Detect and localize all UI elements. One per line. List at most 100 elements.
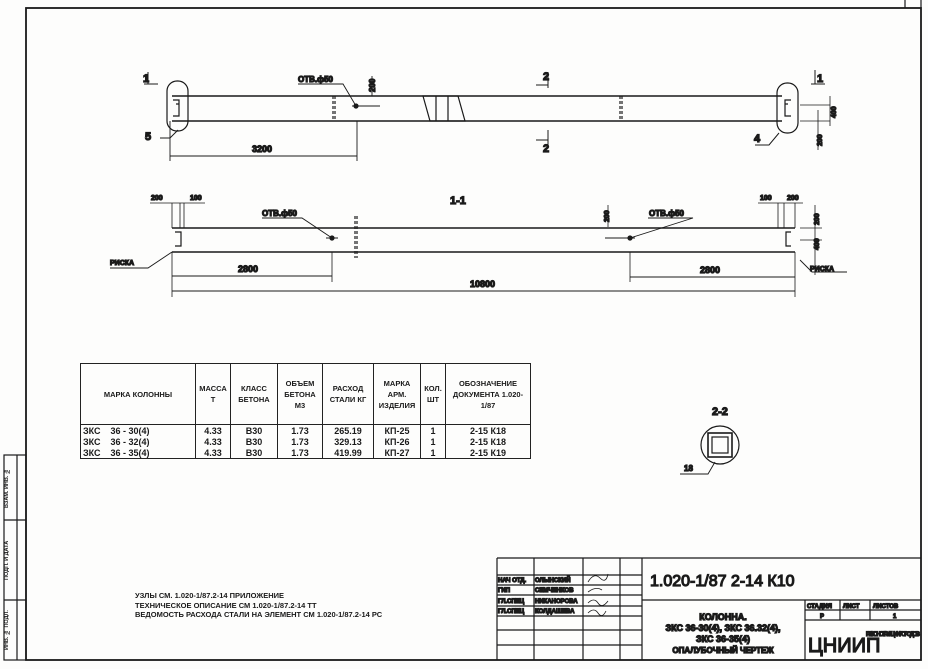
section-1-1: 1-1 200 100 ОТВ.ф50 ОТВ.ф50 200 100 200 … [109, 194, 847, 297]
dim-100-left: 100 [190, 195, 202, 202]
section-2-2-title: 2-2 [712, 406, 728, 418]
col-header: МАССА Т [195, 363, 231, 425]
org-name: РЕКОНСТРУКЦИИ ГОРОДОВ [866, 632, 921, 638]
dim-200-end: 200 [817, 134, 824, 146]
col-header: МАРКА АРМ. ИЗДЕЛИЯ [373, 363, 421, 425]
col-header: РАСХОД СТАЛИ КГ [322, 363, 374, 425]
col-header: МАРКА КОЛОННЫ [80, 363, 196, 425]
sig-role: ГЛ.СПЕЦ [498, 609, 525, 615]
sheet-label: ЛИСТ [843, 604, 860, 610]
cell: 1 [420, 447, 446, 459]
side-stamp [3, 454, 27, 661]
org-logo: ЦНИИП [808, 635, 880, 657]
sheets-value: 1 [893, 614, 897, 620]
stage-label: СТАДИЯ [807, 604, 832, 610]
detail-callout-oval-4 [776, 82, 799, 134]
dim-400: 400 [831, 106, 838, 118]
cell: 4.33 [195, 424, 231, 436]
sig-name: СЕМЧЕНКОВ [535, 588, 574, 594]
col-header: ОБОЗНАЧЕНИЕ ДОКУМЕНТА 1.020-1/87 [445, 363, 531, 425]
dim-2800-right: 2800 [700, 265, 720, 275]
cell: 1.73 [277, 447, 323, 459]
dim-100-right: 100 [760, 195, 772, 202]
dim-3200: 3200 [252, 144, 272, 154]
side-stamp-sign-date: ПОДП. И ДАТА [4, 540, 10, 581]
dim-2800-left: 2800 [238, 264, 258, 274]
section-mark-2-top: 2 [543, 71, 549, 83]
section-mark-2-bottom: 2 [543, 143, 549, 155]
cell: КП-27 [373, 447, 421, 459]
cell: ЗКС 36 - 30(4) [80, 424, 196, 436]
col-header: КОЛ. ШТ [420, 363, 446, 425]
dim-200-hole: 200 [604, 210, 611, 222]
section-1-1-title: 1-1 [450, 195, 466, 207]
cell: ЗКС 36 - 32(4) [80, 436, 196, 447]
sig-name: ОЛЫНСКИЙ [535, 576, 571, 584]
col-header: КЛАСС БЕТОНА [230, 363, 278, 425]
sig-name: КОЛДАШЕВА [535, 609, 575, 615]
cell: В30 [230, 424, 278, 436]
dim-200-vertical: 200 [814, 213, 821, 225]
section-mark-1-right: 1 [817, 73, 823, 85]
cell: 1.73 [277, 436, 323, 447]
cell: 2-15 К19 [445, 447, 531, 459]
cell: 329.13 [322, 436, 374, 447]
hole-label: ОТВ.ф50 [298, 75, 334, 84]
side-stamp-replace: ВЗАМ. ИНВ. № [4, 468, 10, 508]
dim-10800: 10800 [470, 279, 495, 289]
callout-4: 4 [754, 133, 761, 145]
cell: 265.19 [322, 424, 374, 436]
col-header: ОБЪЕМ БЕТОНА М3 [277, 363, 323, 425]
signature-marks [587, 573, 609, 616]
hole-right-label: ОТВ.ф50 [649, 209, 685, 218]
dim-200-left: 200 [151, 195, 163, 202]
riska-right: РИСКА [810, 266, 834, 273]
cell: 4.33 [195, 447, 231, 459]
note-line: ВЕДОМОСТЬ РАСХОДА СТАЛИ НА ЭЛЕМЕНТ СМ 1.… [135, 610, 383, 619]
dim-200: 200 [368, 78, 377, 92]
sig-role: ГИП [498, 588, 510, 594]
sig-name: НИКАНОРОВА [535, 599, 578, 605]
cell: 2-15 К18 [445, 424, 531, 436]
sig-role: НАЧ ОТД. [498, 578, 527, 584]
title-line: КОЛОННА. [699, 612, 747, 622]
cell: 1.73 [277, 424, 323, 436]
hole-left-label: ОТВ.ф50 [262, 209, 298, 218]
callout-5: 5 [145, 131, 151, 143]
doc-code: 1.020-1/87 2-14 К10 [650, 573, 795, 590]
cell: 2-15 К18 [445, 436, 531, 447]
hatched-opening [422, 95, 466, 122]
note-line: ТЕХНИЧЕСКОЕ ОПИСАНИЕ СМ 1.020-1/87.2-14 … [135, 600, 317, 610]
side-stamp-inv: ИНВ. № ПОДЛ. [4, 610, 10, 651]
table-header-row: МАРКА КОЛОННЫ МАССА Т КЛАСС БЕТОНА ОБЪЕМ… [80, 363, 531, 425]
note-line: УЗЛЫ СМ. 1.020-1/87.2-14 ПРИЛОЖЕНИЕ [135, 591, 285, 600]
sheet-frame [25, 7, 922, 661]
title-line: ЗКС 36-35(4) [696, 634, 750, 644]
cell: 419.99 [322, 447, 374, 459]
callout-18: 18 [684, 464, 693, 473]
sig-role: ГЛ.СПЕЦ [498, 599, 525, 605]
riska-left: РИСКА [110, 260, 134, 267]
section-mark-1-left: 1 [143, 73, 149, 85]
title-line: ОПАЛУБОЧНЫЙ ЧЕРТЕЖ [672, 646, 774, 655]
spec-table: МАРКА КОЛОННЫ МАССА Т КЛАСС БЕТОНА ОБЪЕМ… [80, 363, 531, 459]
drawing-notes: УЗЛЫ СМ. 1.020-1/87.2-14 ПРИЛОЖЕНИЕ ТЕХН… [135, 591, 382, 620]
cell: 1 [420, 436, 446, 447]
cell: 4.33 [195, 436, 231, 447]
cell: КП-25 [373, 424, 421, 436]
section-2-2: 2-2 18 [680, 405, 740, 475]
cell: КП-26 [373, 436, 421, 447]
column-elevation: ОТВ.ф50 200 3200 1 1 2 2 5 4 400 200 [142, 70, 839, 161]
dim-400-vertical: 400 [814, 238, 821, 250]
title-line: ЗКС 36-30(4), ЗКС 36.32(4), [665, 623, 780, 633]
sheets-label: ЛИСТОВ [873, 604, 899, 610]
corner-mark [904, 0, 922, 8]
cell: В30 [230, 436, 278, 447]
title-block: 1.020-1/87 2-14 К10 НАЧ ОТД. ОЛЫНСКИЙ ГИ… [496, 557, 921, 660]
stage-value: Р [820, 614, 824, 620]
